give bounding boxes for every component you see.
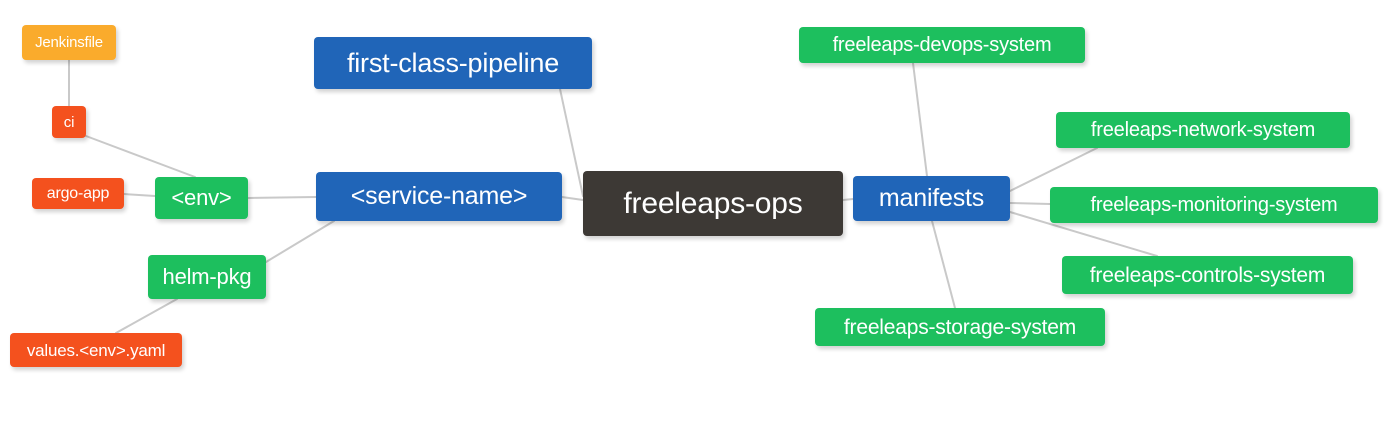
edge-manifests-to-monitoring [1009, 202, 1051, 205]
node-freeleaps-ops-root[interactable]: freeleaps-ops [583, 171, 843, 236]
edge-service-to-helm-pkg [265, 220, 335, 263]
edge-root-to-service [561, 196, 584, 201]
edge-service-to-env [247, 196, 317, 199]
edge-manifests-to-network [1009, 147, 1098, 192]
node-service-name[interactable]: <service-name> [316, 172, 562, 221]
node-jenkinsfile[interactable]: Jenkinsfile [22, 25, 116, 60]
node-freeleaps-monitoring-system[interactable]: freeleaps-monitoring-system [1050, 187, 1378, 223]
node-label: argo-app [46, 184, 110, 202]
node-ci[interactable]: ci [52, 106, 86, 138]
node-label: Jenkinsfile [35, 34, 103, 51]
node-first-class-pipeline[interactable]: first-class-pipeline [314, 37, 592, 89]
node-values-env-yaml[interactable]: values.<env>.yaml [10, 333, 182, 367]
node-label: freeleaps-controls-system [1089, 263, 1326, 287]
node-label: freeleaps-storage-system [843, 315, 1077, 339]
edge-env-to-ci [85, 135, 196, 178]
edge-root-to-manifests [842, 198, 854, 201]
node-label: freeleaps-ops [623, 186, 803, 220]
edge-root-to-fcp [559, 88, 584, 197]
node-label: ci [63, 113, 75, 131]
node-label: freeleaps-network-system [1090, 119, 1316, 141]
node-freeleaps-storage-system[interactable]: freeleaps-storage-system [815, 308, 1105, 346]
edge-manifests-to-storage [931, 220, 956, 309]
edge-env-to-argo-app [123, 193, 156, 197]
node-argo-app[interactable]: argo-app [32, 178, 124, 209]
node-label: <env> [171, 185, 232, 210]
edge-manifests-to-devops [912, 62, 928, 177]
node-label: <service-name> [350, 182, 528, 210]
node-label: freeleaps-monitoring-system [1090, 194, 1338, 216]
node-label: freeleaps-devops-system [832, 34, 1052, 56]
node-freeleaps-network-system[interactable]: freeleaps-network-system [1056, 112, 1350, 148]
node-label: helm-pkg [162, 264, 252, 289]
node-label: first-class-pipeline [346, 47, 560, 78]
node-freeleaps-devops-system[interactable]: freeleaps-devops-system [799, 27, 1085, 63]
node-label: manifests [878, 184, 985, 212]
node-label: values.<env>.yaml [26, 340, 166, 360]
edge-helm-pkg-to-values [115, 298, 178, 334]
node-env[interactable]: <env> [155, 177, 248, 219]
node-freeleaps-controls-system[interactable]: freeleaps-controls-system [1062, 256, 1353, 294]
node-helm-pkg[interactable]: helm-pkg [148, 255, 266, 299]
node-manifests[interactable]: manifests [853, 176, 1010, 221]
